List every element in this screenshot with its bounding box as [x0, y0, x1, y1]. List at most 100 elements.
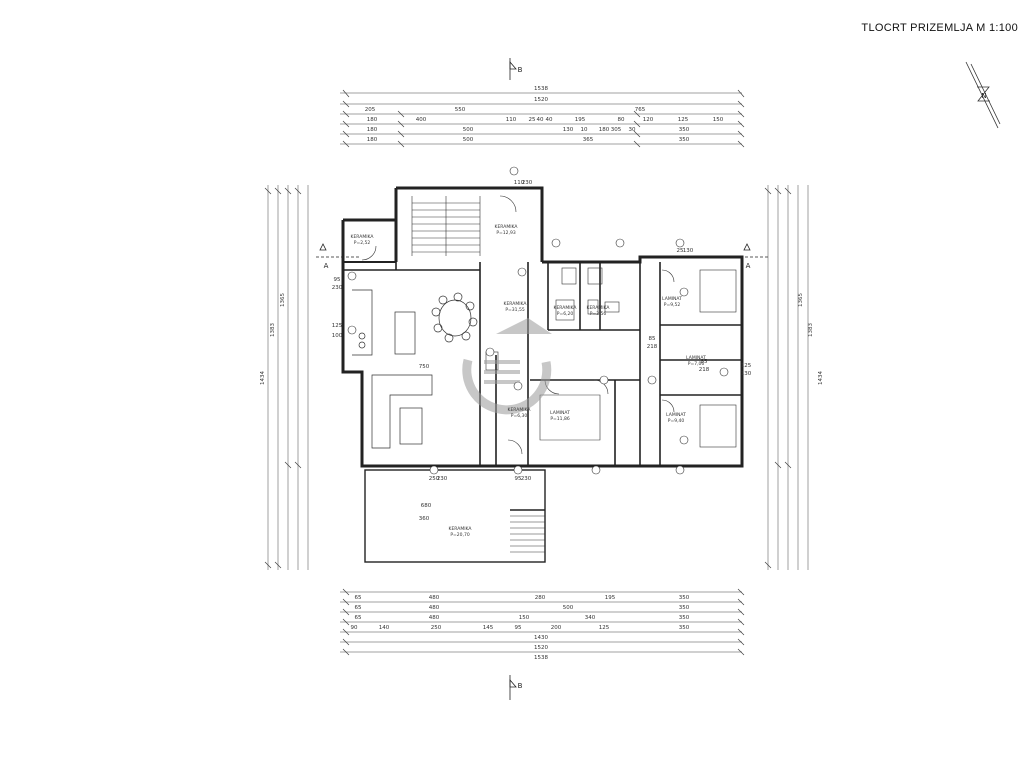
section-marker-top: B [518, 66, 523, 74]
dimension-bottom-row2: 480 [429, 605, 440, 611]
room-name-label: LAMINAT [550, 410, 570, 416]
dimension-bottom-row3: 480 [429, 615, 440, 621]
room-name-label: LAMINAT [662, 296, 682, 302]
room-area-label: P=6,20 [557, 311, 574, 317]
room-area-label: P=2,52 [354, 240, 371, 246]
room-area-label: P=3,56 [590, 311, 607, 317]
dimension-bottom-row4: 140 [379, 625, 390, 631]
north-label: N [981, 92, 986, 100]
dimension-bottom-row3: 350 [679, 615, 690, 621]
room-name-label: KERAMIKA [587, 305, 611, 311]
dimension-top-row2: 40 [537, 117, 544, 123]
dimension-bottom-row2: 65 [355, 605, 362, 611]
room-name-label: KERAMIKA [504, 301, 528, 307]
dimension-right-overall: 1434 [818, 371, 824, 385]
dimension-top-row1: 550 [455, 107, 466, 113]
section-marker-left: A [324, 262, 329, 270]
room-name-label: LAMINAT [686, 355, 706, 361]
dimension-label: 680 [421, 503, 432, 509]
dimension-label: 218 [647, 344, 658, 350]
dimension-bottom-row2: 350 [679, 605, 690, 611]
dimension-bottom-row1: 350 [679, 595, 690, 601]
dimension-bottom-inner: 1430 [534, 635, 548, 641]
dimension-top-row4: 180 [367, 137, 378, 143]
dimension-right-inner: 1365 [798, 293, 804, 307]
dimension-bottom-row1: 65 [355, 595, 362, 601]
room-area-label: P=11,86 [550, 416, 570, 422]
dimension-label: 230 [332, 285, 343, 291]
room-name-label: KERAMIKA [554, 305, 578, 311]
section-marker-bottom: B [518, 682, 523, 690]
dimension-top-total: 1520 [534, 97, 548, 103]
dimension-label: 130 [683, 248, 694, 254]
section-marker-right: A [746, 262, 751, 270]
dimension-label: 250 [429, 476, 440, 482]
dimension-label: 95 [515, 476, 522, 482]
dimension-top-row4: 350 [679, 137, 690, 143]
dimension-top-row2: 25 [529, 117, 536, 123]
dimension-label: 230 [437, 476, 448, 482]
north-arrow-icon [965, 61, 1001, 129]
dimension-top-row3: 30 [629, 127, 636, 133]
dimension-bottom-row4: 125 [599, 625, 610, 631]
dimension-bottom-row4: 200 [551, 625, 562, 631]
watermark-logo [462, 318, 552, 415]
dimension-bottom-row4: 145 [483, 625, 494, 631]
dimension-bottom-total: 1520 [534, 645, 548, 651]
dimension-top-row3: 350 [679, 127, 690, 133]
dimension-bottom-row4: 95 [515, 625, 522, 631]
dimension-bottom-row4: 250 [431, 625, 442, 631]
sheet-title: TLOCRT PRIZEMLJA M 1:100 [861, 22, 1018, 34]
dimension-top-row3: 500 [463, 127, 474, 133]
dimension-top-row2: 125 [678, 117, 689, 123]
dimension-label: 130 [741, 371, 752, 377]
dimension-bottom-row4: 90 [351, 625, 358, 631]
dimension-top-overall: 1538 [534, 86, 548, 92]
room-name-label: KERAMIKA [449, 526, 473, 532]
room-area-label: P=9,40 [668, 418, 685, 424]
room-area-label: P=20,70 [450, 532, 470, 538]
dimension-top-row2: 180 [367, 117, 378, 123]
dimension-label: 750 [419, 364, 430, 370]
dimension-label: 125 [332, 323, 343, 329]
dimension-top-row3: 130 [563, 127, 574, 133]
dimension-left-overall: 1434 [260, 371, 266, 385]
room-area-label: P=7,06 [688, 361, 705, 367]
room-area-label: P=6,30 [511, 413, 528, 419]
dimension-top-row2: 120 [643, 117, 654, 123]
dimension-bottom-row3: 340 [585, 615, 596, 621]
dimension-top-row2: 80 [618, 117, 625, 123]
dimension-top-row1: 205 [365, 107, 376, 113]
dimension-bottom-row1: 480 [429, 595, 440, 601]
room-name-label: KERAMIKA [351, 234, 375, 240]
room-name-label: LAMINAT [666, 412, 686, 418]
dimension-label: 95 [334, 277, 341, 283]
dimension-bottom-row3: 150 [519, 615, 530, 621]
room-name-label: KERAMIKA [508, 407, 532, 413]
dimension-left-inner: 1365 [280, 293, 286, 307]
dimension-right-total: 1383 [808, 323, 814, 337]
dimension-top-row2: 110 [506, 117, 517, 123]
dimension-bottom-row3: 65 [355, 615, 362, 621]
dimension-label: 85 [701, 359, 708, 365]
dimension-top-row3: 180 [599, 127, 610, 133]
dimension-bottom-row4: 350 [679, 625, 690, 631]
dimension-bottom-row2: 500 [563, 605, 574, 611]
dimension-label: 360 [419, 516, 430, 522]
dimension-label: 100 [332, 333, 343, 339]
dimension-top-row3: 305 [611, 127, 622, 133]
dimension-top-row2: 150 [713, 117, 724, 123]
room-area-label: P=9,52 [664, 302, 681, 308]
dimension-label: 85 [649, 336, 656, 342]
dimension-top-row4: 365 [583, 137, 594, 143]
dimension-bottom-overall: 1538 [534, 655, 548, 661]
dimension-label: 25 [677, 248, 684, 254]
dimension-label: 125 [741, 363, 752, 369]
dimension-label: 218 [699, 367, 710, 373]
dimension-bottom-row1: 195 [605, 595, 616, 601]
dimension-top-row2: 195 [575, 117, 586, 123]
room-name-label: KERAMIKA [495, 224, 519, 230]
dimension-label: 230 [522, 180, 533, 186]
dimension-top-row3: 10 [581, 127, 588, 133]
